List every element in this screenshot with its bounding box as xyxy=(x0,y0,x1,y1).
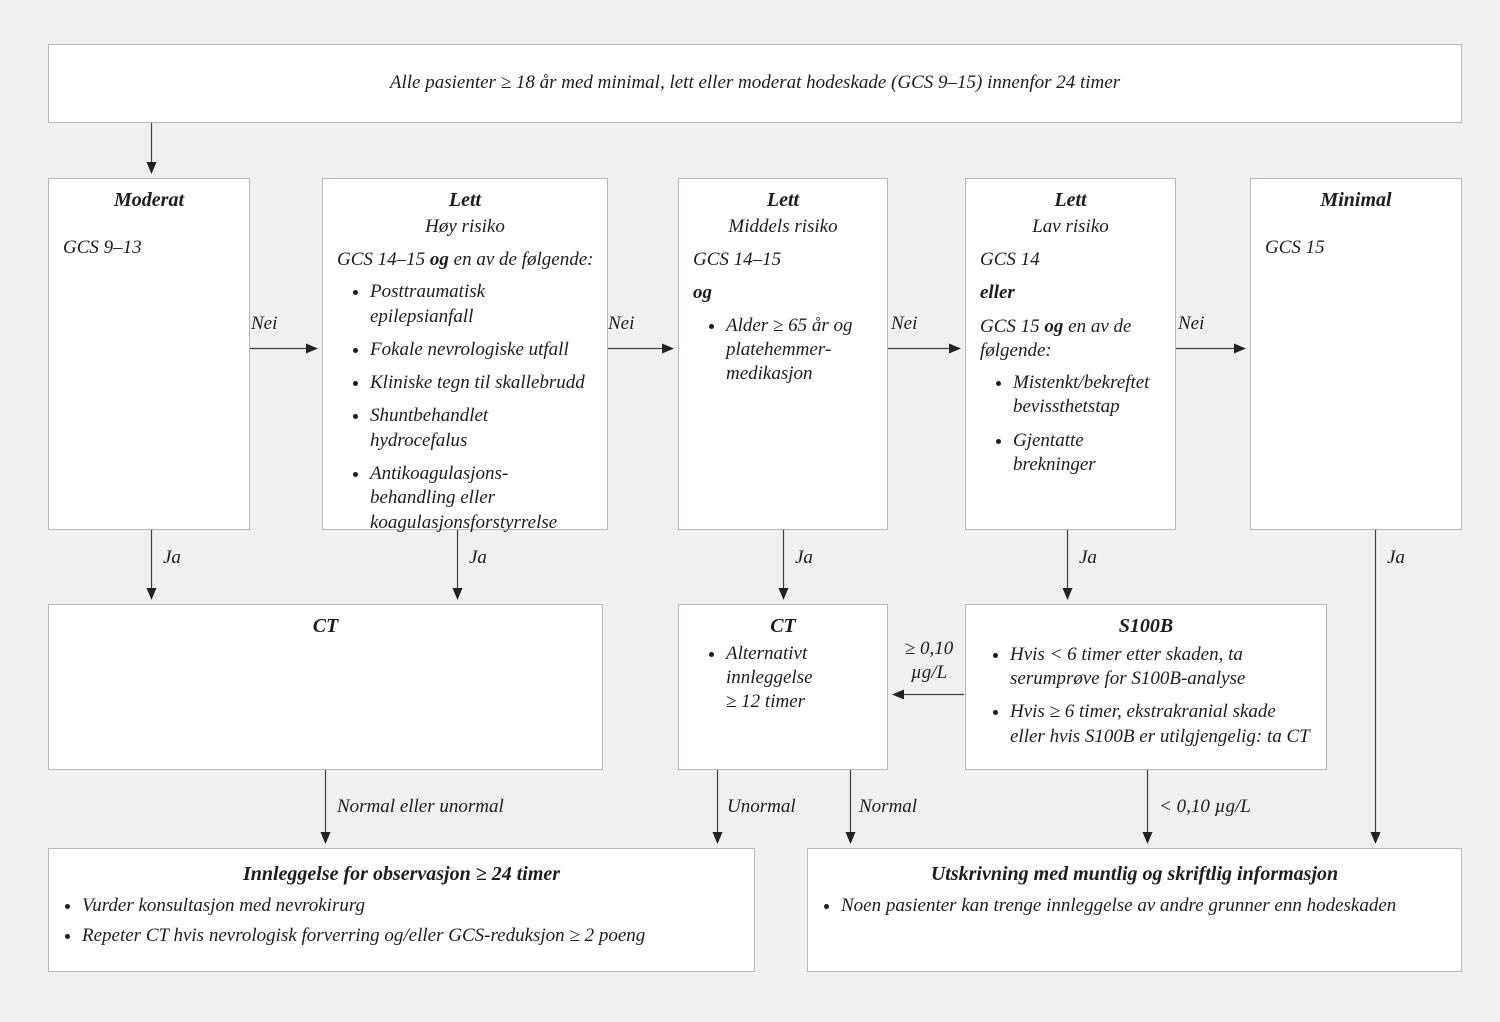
bullet-item: Vurder konsultasjon med nevrokirurg xyxy=(82,894,748,918)
bullet-item: Kliniske tegn til skallebrudd xyxy=(370,371,601,395)
banner-inclusion-criteria: Alle pasienter ≥ 18 år med minimal, lett… xyxy=(48,44,1462,123)
edge-label-s100b-high: ≥ 0,10 µg/L xyxy=(904,638,954,684)
edge-label-s100b-low: < 0,10 µg/L xyxy=(1159,796,1251,817)
bullet-item: Antikoagulasjons- behandling eller koagu… xyxy=(370,462,601,535)
box-lett-hoy-title: Lett xyxy=(448,189,482,211)
banner-text: Alle pasienter ≥ 18 år med minimal, lett… xyxy=(389,72,1121,94)
bullet-item: Fokale nevrologiske utfall xyxy=(370,338,601,362)
edge-label-ja-5: Ja xyxy=(1387,547,1405,568)
box-lett-lav-criteria: GCS 14 xyxy=(980,248,1040,270)
bullet-item: Posttraumatisk epilepsianfall xyxy=(370,280,601,329)
box-lett-lav-bullet-list: Mistenkt/bekreftet bevissthetstap Gjenta… xyxy=(966,371,1175,477)
bullet-item: Gjentatte brekninger xyxy=(1013,429,1169,478)
box-s100b: S100B Hvis < 6 timer etter skaden, ta se… xyxy=(965,604,1327,770)
box-moderat: Moderat GCS 9–13 xyxy=(48,178,250,530)
edge-label-nei-3: Nei xyxy=(891,313,918,334)
bullet-item: Alternativt innleggelse ≥ 12 timer xyxy=(726,642,881,715)
box-lett-middels-subtitle: Middels risiko xyxy=(728,215,838,237)
box-ct-left-title: CT xyxy=(312,615,339,637)
box-lett-hoy-risiko: Lett Høy risiko GCS 14–15 og en av de fø… xyxy=(322,178,608,533)
box-lett-middels-conjunction: og xyxy=(693,282,712,304)
box-utskrivning-title: Utskrivning med muntlig og skriftlig inf… xyxy=(930,863,1339,885)
edge-label-nei-4: Nei xyxy=(1178,313,1205,334)
edge-label-nei-1: Nei xyxy=(251,313,278,334)
box-utskrivning-bullet-list: Noen pasienter kan trenge innleggelse av… xyxy=(808,894,1461,918)
bullet-item: Hvis ≥ 6 timer, ekstrakranial skade elle… xyxy=(1010,700,1320,749)
box-ct-mid-title: CT xyxy=(770,615,796,637)
box-observasjon: Innleggelse for observasjon ≥ 24 timer V… xyxy=(48,848,755,972)
box-lett-middels-risiko: Lett Middels risiko GCS 14–15 og Alder ≥… xyxy=(678,178,888,530)
edge-label-unormal: Unormal xyxy=(727,796,796,817)
box-ct-mid: CT Alternativt innleggelse ≥ 12 timer xyxy=(678,604,888,770)
box-s100b-bullet-list: Hvis < 6 timer etter skaden, ta serumprø… xyxy=(966,643,1326,749)
box-lett-lav-subtitle: Lav risiko xyxy=(1032,215,1109,237)
edge-label-nei-2: Nei xyxy=(608,313,635,334)
box-lett-lav-intro: GCS 15 og en av de følgende: xyxy=(980,315,1132,361)
edge-label-ja-4: Ja xyxy=(1079,547,1097,568)
box-lett-lav-conjunction: eller xyxy=(980,282,1015,304)
box-lett-middels-bullet-list: Alder ≥ 65 år og platehemmer- medikasjon xyxy=(679,314,887,387)
edge-label-ja-2: Ja xyxy=(469,547,487,568)
edge-label-ja-1: Ja xyxy=(163,547,181,568)
edge-label-normal-eller-unormal: Normal eller unormal xyxy=(337,796,504,817)
box-ct-left: CT xyxy=(48,604,603,770)
box-lett-hoy-intro: GCS 14–15 og en av de følgende: xyxy=(337,248,594,270)
box-minimal-criteria: GCS 15 xyxy=(1265,236,1325,258)
box-ct-mid-bullet-list: Alternativt innleggelse ≥ 12 timer xyxy=(679,642,887,715)
box-lett-lav-risiko: Lett Lav risiko GCS 14 eller GCS 15 og e… xyxy=(965,178,1176,530)
bullet-item: Repeter CT hvis nevrologisk forverring o… xyxy=(82,924,748,948)
bullet-item: Noen pasienter kan trenge innleggelse av… xyxy=(841,894,1455,918)
box-observasjon-title: Innleggelse for observasjon ≥ 24 timer xyxy=(242,863,561,885)
bullet-item: Hvis < 6 timer etter skaden, ta serumprø… xyxy=(1010,643,1320,692)
edge-label-ja-3: Ja xyxy=(795,547,813,568)
bullet-item: Alder ≥ 65 år og platehemmer- medikasjon xyxy=(726,314,881,387)
edge-label-normal: Normal xyxy=(859,796,918,817)
box-moderat-title: Moderat xyxy=(114,189,184,211)
box-minimal-title: Minimal xyxy=(1320,189,1392,211)
box-lett-hoy-bullet-list: Posttraumatisk epilepsianfall Fokale nev… xyxy=(323,280,607,535)
box-observasjon-bullet-list: Vurder konsultasjon med nevrokirurg Repe… xyxy=(49,894,754,949)
box-utskrivning: Utskrivning med muntlig og skriftlig inf… xyxy=(807,848,1462,972)
box-lett-lav-title: Lett xyxy=(1054,189,1087,211)
box-lett-middels-title: Lett xyxy=(766,189,800,211)
box-lett-hoy-subtitle: Høy risiko xyxy=(425,215,505,237)
box-lett-middels-criteria: GCS 14–15 xyxy=(693,248,782,270)
bullet-item: Mistenkt/bekreftet bevissthetstap xyxy=(1013,371,1169,420)
box-minimal: Minimal GCS 15 xyxy=(1250,178,1462,530)
bullet-item: Shuntbehandlet hydrocefalus xyxy=(370,404,601,453)
box-s100b-title: S100B xyxy=(1118,615,1174,637)
box-moderat-criteria: GCS 9–13 xyxy=(63,236,142,258)
